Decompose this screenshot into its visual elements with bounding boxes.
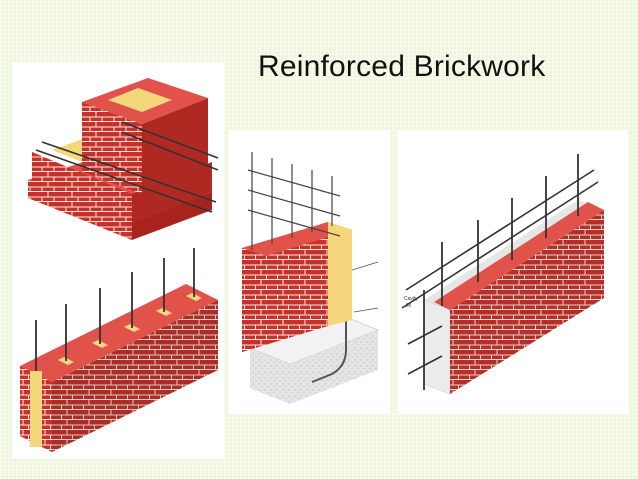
illustration-retaining-wall bbox=[228, 130, 390, 414]
illustration-pocket-wall bbox=[12, 240, 224, 458]
label-cavity: Cavity bbox=[404, 296, 418, 302]
illustration-pier-junction bbox=[12, 62, 224, 240]
slide-title: Reinforced Brickwork bbox=[258, 50, 546, 83]
illustration-grouted-cavity-wall: Cavity fill bbox=[398, 130, 628, 414]
label-fill: fill bbox=[406, 303, 411, 309]
